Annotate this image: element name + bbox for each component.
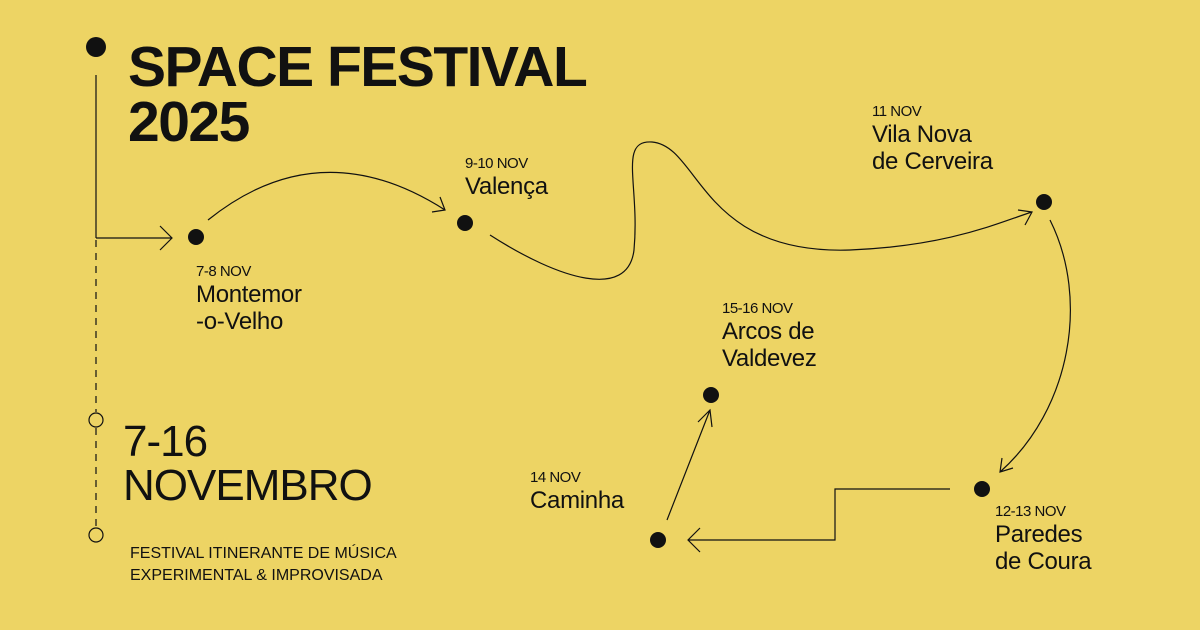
arrow-to-arcos (666, 408, 713, 521)
stop-dot-valenca (457, 215, 473, 231)
stop-date: 14 NOV (530, 469, 581, 486)
stop-date: 9-10 NOV (465, 155, 528, 172)
arrow-to-cerveira (489, 141, 1033, 280)
timeline-marker-end (88, 527, 104, 543)
stop-dot-caminha (650, 532, 666, 548)
timeline-start-dot (86, 37, 106, 57)
arrow-to-caminha (687, 488, 950, 553)
arrow-to-paredes (999, 219, 1071, 473)
arrow-to-montemor (96, 225, 173, 251)
stop-caminha: 14 NOV Caminha (530, 469, 624, 514)
stop-name: Caminha (530, 487, 624, 514)
stop-dot-paredes (974, 481, 990, 497)
arrow-to-valenca (207, 171, 446, 221)
stop-name: Valença (465, 173, 548, 200)
stop-montemor: 7-8 NOV Montemor-o-Velho (196, 263, 302, 335)
stop-date: 15-16 NOV (722, 300, 793, 317)
stop-date: 12-13 NOV (995, 503, 1066, 520)
stop-date: 7-8 NOV (196, 263, 251, 280)
stop-name: Montemor-o-Velho (196, 281, 302, 335)
stop-date: 11 NOV (872, 103, 922, 120)
stop-valenca: 9-10 NOV Valença (465, 155, 548, 200)
stop-dot-montemor (188, 229, 204, 245)
timeline-marker-start (88, 412, 104, 428)
stop-dot-arcos (703, 387, 719, 403)
stop-dot-cerveira (1036, 194, 1052, 210)
